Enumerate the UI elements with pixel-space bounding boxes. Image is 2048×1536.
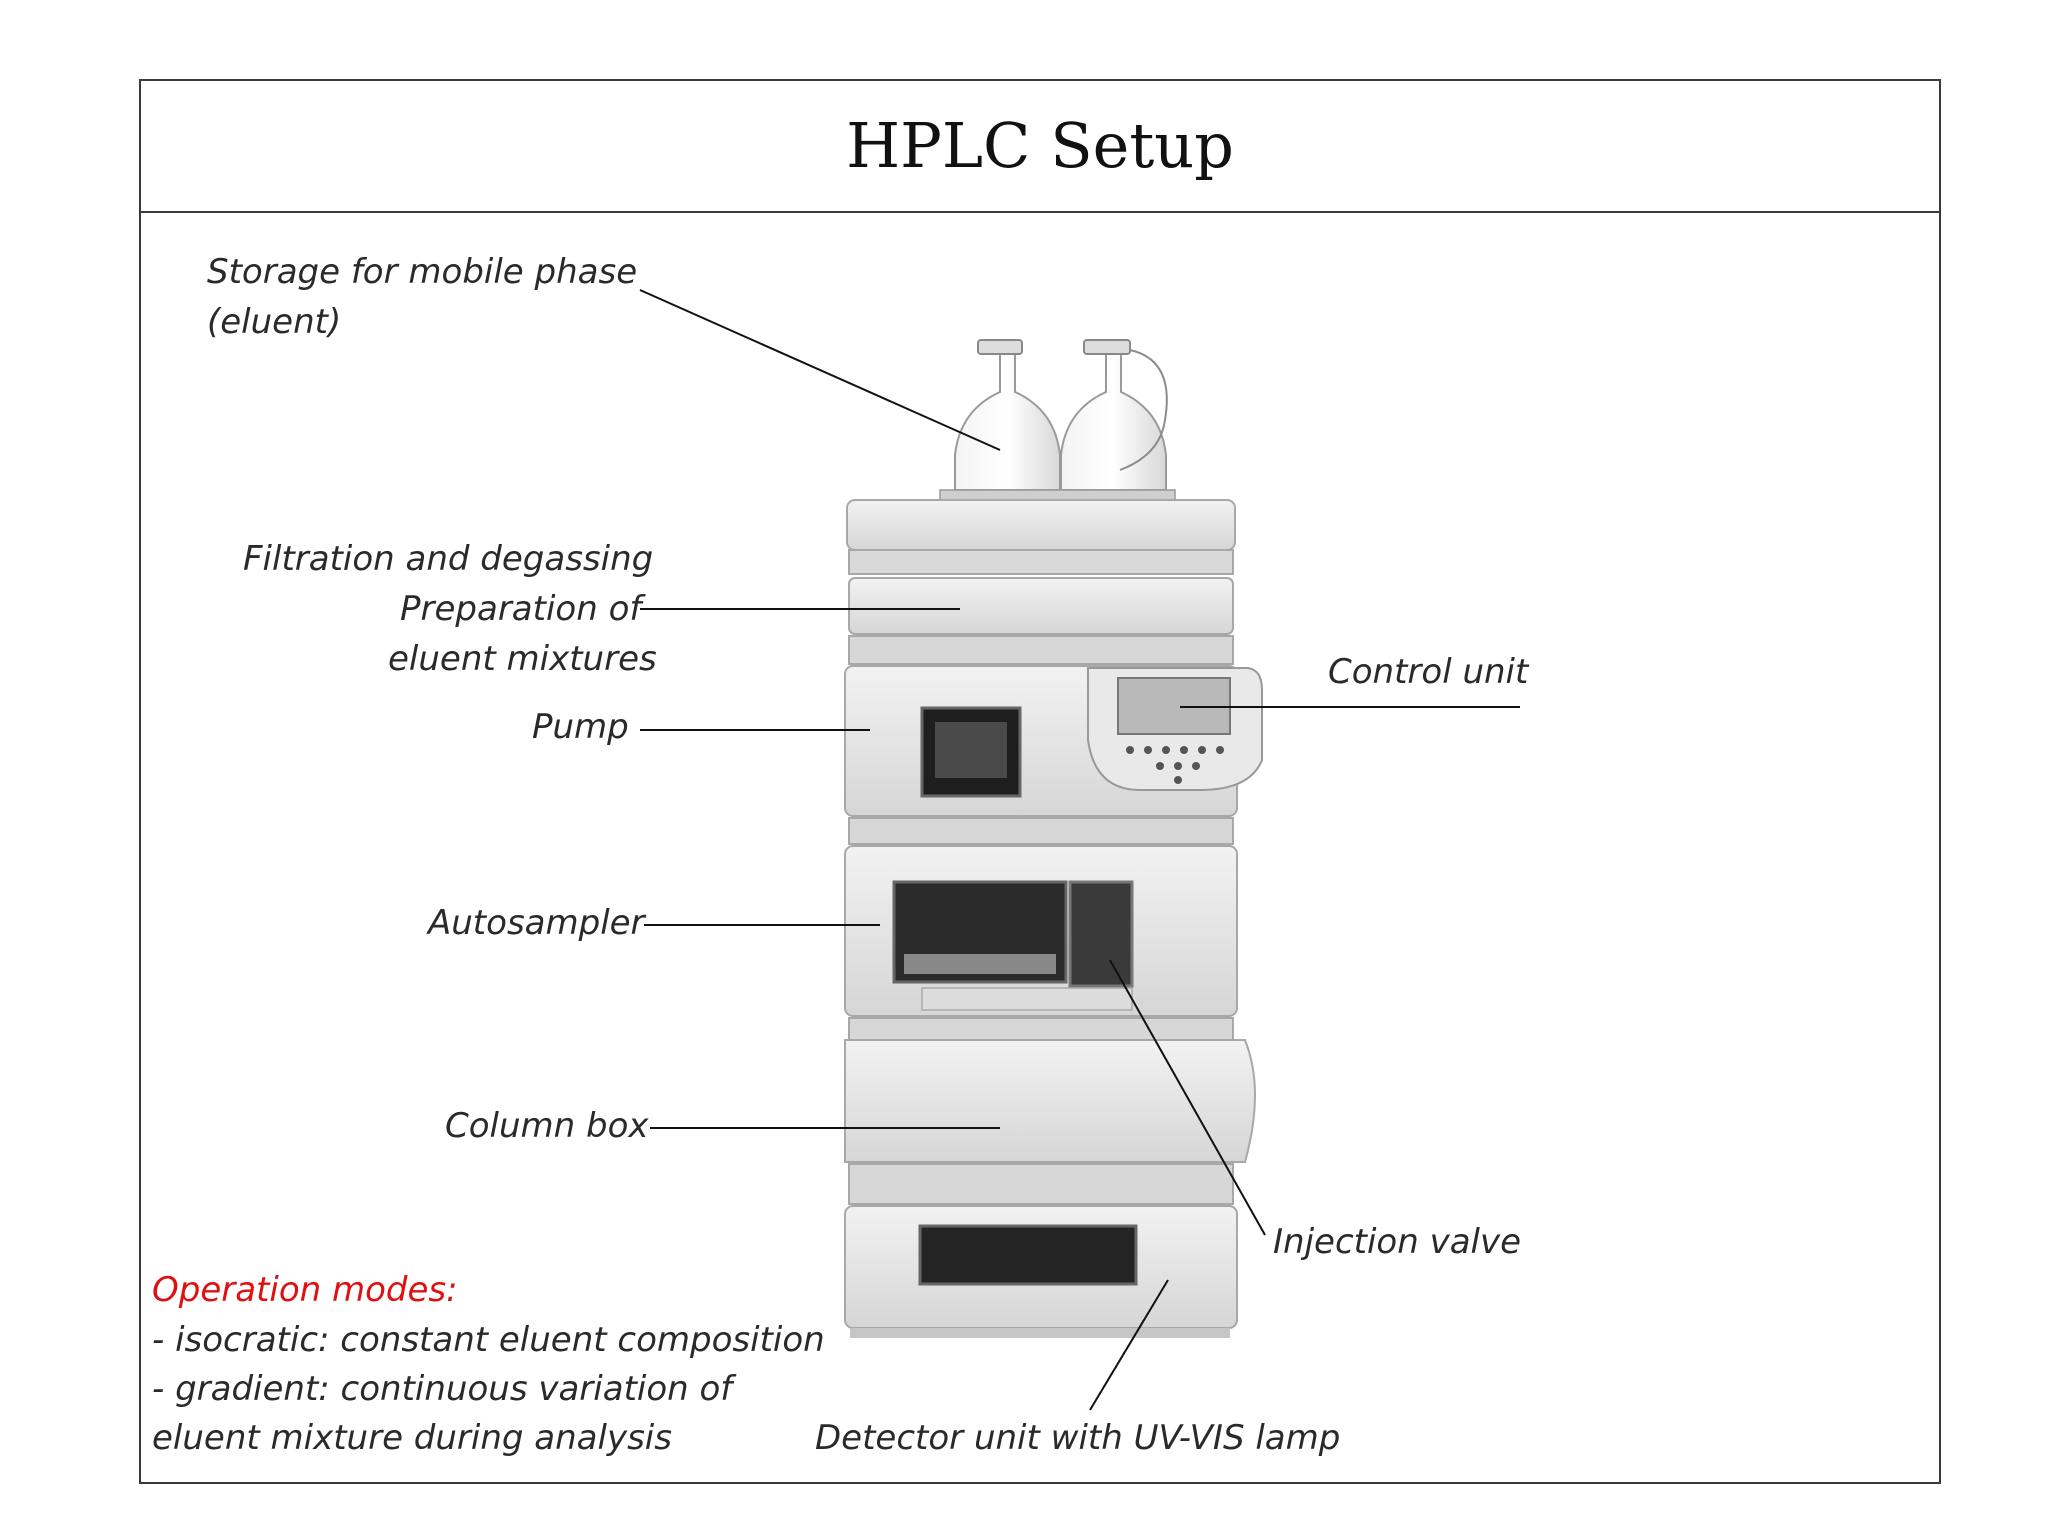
label-autosampler: Autosampler xyxy=(428,903,645,943)
label-storage-sub: (eluent) xyxy=(207,302,342,342)
leader-lines xyxy=(639,289,1520,1411)
leader-detector xyxy=(1089,1279,1169,1411)
operation-mode-line: - gradient: continuous variation of xyxy=(152,1369,733,1409)
eluent-bottles xyxy=(939,339,1176,503)
operation-mode-line: eluent mixture during analysis xyxy=(152,1418,672,1458)
label-preparation: Preparation of xyxy=(400,589,642,629)
operation-modes-heading: Operation modes: xyxy=(152,1270,458,1310)
label-column-box: Column box xyxy=(445,1106,649,1146)
page-title: HPLC Setup xyxy=(846,109,1234,182)
label-detector: Detector unit with UV-VIS lamp xyxy=(815,1418,1341,1458)
label-control-unit: Control unit xyxy=(1328,652,1529,692)
operation-mode-line: - isocratic: constant eluent composition xyxy=(152,1320,825,1360)
label-preparation-sub: eluent mixtures xyxy=(388,639,657,679)
label-storage: Storage for mobile phase xyxy=(207,252,638,292)
label-filtration: Filtration and degassing xyxy=(243,539,654,579)
title-bar: HPLC Setup xyxy=(141,81,1939,213)
label-injection-valve: Injection valve xyxy=(1273,1222,1522,1262)
leader-injection-valve xyxy=(1109,959,1266,1236)
instrument-stack xyxy=(844,499,1263,1338)
leader-storage xyxy=(639,289,1001,451)
label-pump: Pump xyxy=(532,707,629,747)
